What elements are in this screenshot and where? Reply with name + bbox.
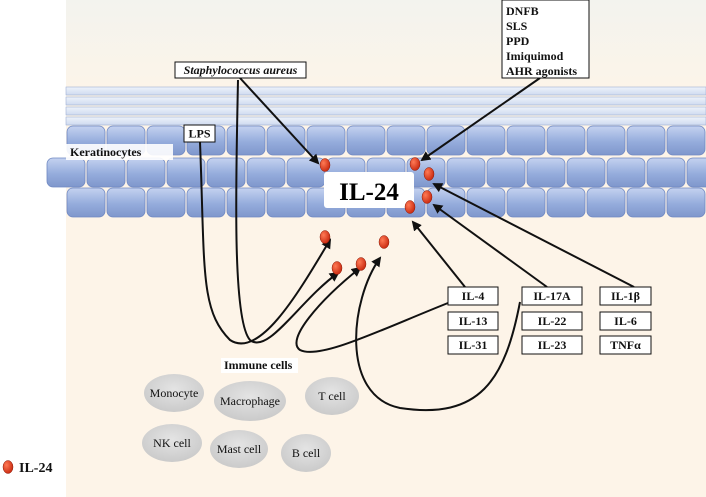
cell-mast-cell: Mast cell: [217, 442, 262, 456]
svg-text:Staphylococcus aureus: Staphylococcus aureus: [184, 63, 298, 77]
staph-box: Staphylococcus aureus: [174, 61, 307, 79]
keratinocyte-cell: [626, 187, 666, 218]
cytokine-group-3: IL-1β IL-6 TNFα: [599, 286, 652, 355]
svg-text:TNFα: TNFα: [610, 338, 641, 352]
keratinocyte-cell: [606, 157, 646, 188]
svg-text:IL-17A: IL-17A: [533, 289, 571, 303]
keratinocyte-cell: [666, 187, 706, 218]
keratinocyte-cell: [66, 187, 106, 218]
cell-b-cell: B cell: [292, 446, 321, 460]
keratinocyte-cell: [486, 157, 526, 188]
keratinocyte-cell: [626, 125, 666, 156]
svg-text:IL-13: IL-13: [459, 314, 488, 328]
svg-text:Immune cells: Immune cells: [224, 358, 293, 372]
cell-nk-cell: NK cell: [153, 436, 191, 450]
dermis-background: [66, 0, 706, 497]
keratinocyte-cell: [546, 125, 586, 156]
keratinocyte-cell: [306, 125, 346, 156]
chemicals-box: DNFB SLS PPD Imiquimod AHR agonists: [501, 0, 590, 79]
cell-t-cell: T cell: [318, 389, 346, 403]
keratinocyte-cell: [566, 157, 606, 188]
keratinocyte-cell: [206, 157, 246, 188]
cell-monocyte: Monocyte: [150, 386, 199, 400]
svg-text:IL-24: IL-24: [339, 179, 399, 206]
chemical-item: Imiquimod: [506, 49, 564, 63]
keratinocyte-cell: [686, 157, 706, 188]
keratinocyte-cell: [586, 187, 626, 218]
legend-dot: [2, 460, 14, 474]
cytokine-group-1: IL-4 IL-13 IL-31: [447, 286, 499, 355]
keratinocyte-cell: [286, 157, 326, 188]
keratinocyte-cell: [246, 157, 286, 188]
chemical-item: AHR agonists: [506, 64, 577, 78]
keratinocyte-cell: [46, 157, 86, 188]
keratinocyte-cell: [226, 125, 266, 156]
keratinocyte-cell: [146, 187, 186, 218]
svg-text:IL-4: IL-4: [462, 289, 485, 303]
svg-text:LPS: LPS: [188, 127, 210, 141]
svg-text:IL-6: IL-6: [614, 314, 637, 328]
keratinocyte-cell: [526, 157, 566, 188]
stratum-corneum: [65, 86, 706, 126]
il24-title: IL-24: [324, 172, 414, 208]
chemical-item: SLS: [506, 19, 528, 33]
keratinocyte-cell: [506, 125, 546, 156]
svg-text:IL-22: IL-22: [538, 314, 567, 328]
keratinocyte-cell: [106, 187, 146, 218]
keratinocyte-cell: [586, 125, 626, 156]
cell-macrophage: Macrophage: [220, 394, 280, 408]
keratinocyte-cell: [126, 157, 166, 188]
cytokine-group-2: IL-17A IL-22 IL-23: [521, 286, 583, 355]
svg-text:IL-23: IL-23: [538, 338, 567, 352]
immune-cells: Monocyte Macrophage T cell NK cell Mast …: [142, 374, 359, 472]
immune-cells-label: Immune cells: [221, 358, 298, 373]
il24-dots: [319, 157, 435, 275]
lps-box: LPS: [183, 124, 216, 143]
keratinocytes-label: Keratinocytes: [66, 144, 173, 160]
keratinocyte-cell: [506, 187, 546, 218]
keratinocyte-cell: [466, 125, 506, 156]
legend-label: IL-24: [19, 461, 52, 476]
keratinocyte-cell: [646, 157, 686, 188]
svg-text:IL-1β: IL-1β: [611, 289, 640, 303]
keratinocyte-cell: [186, 187, 226, 218]
svg-text:Keratinocytes: Keratinocytes: [70, 145, 142, 159]
keratinocyte-cell: [446, 157, 486, 188]
keratinocyte-cell: [386, 125, 426, 156]
arrows: [199, 77, 635, 412]
keratinocyte-cell: [86, 157, 126, 188]
keratinocyte-cell: [226, 187, 266, 218]
keratinocyte-cell: [546, 187, 586, 218]
legend: IL-24: [2, 460, 52, 476]
keratinocyte-cell: [466, 187, 506, 218]
keratinocyte-cell: [346, 125, 386, 156]
keratinocyte-cell: [426, 125, 466, 156]
svg-text:IL-31: IL-31: [459, 338, 488, 352]
chemical-item: PPD: [506, 34, 530, 48]
chemical-item: DNFB: [506, 4, 539, 18]
keratinocyte-cell: [166, 157, 206, 188]
keratinocyte-cell: [266, 125, 306, 156]
keratinocyte-cell: [266, 187, 306, 218]
keratinocyte-cell: [666, 125, 706, 156]
